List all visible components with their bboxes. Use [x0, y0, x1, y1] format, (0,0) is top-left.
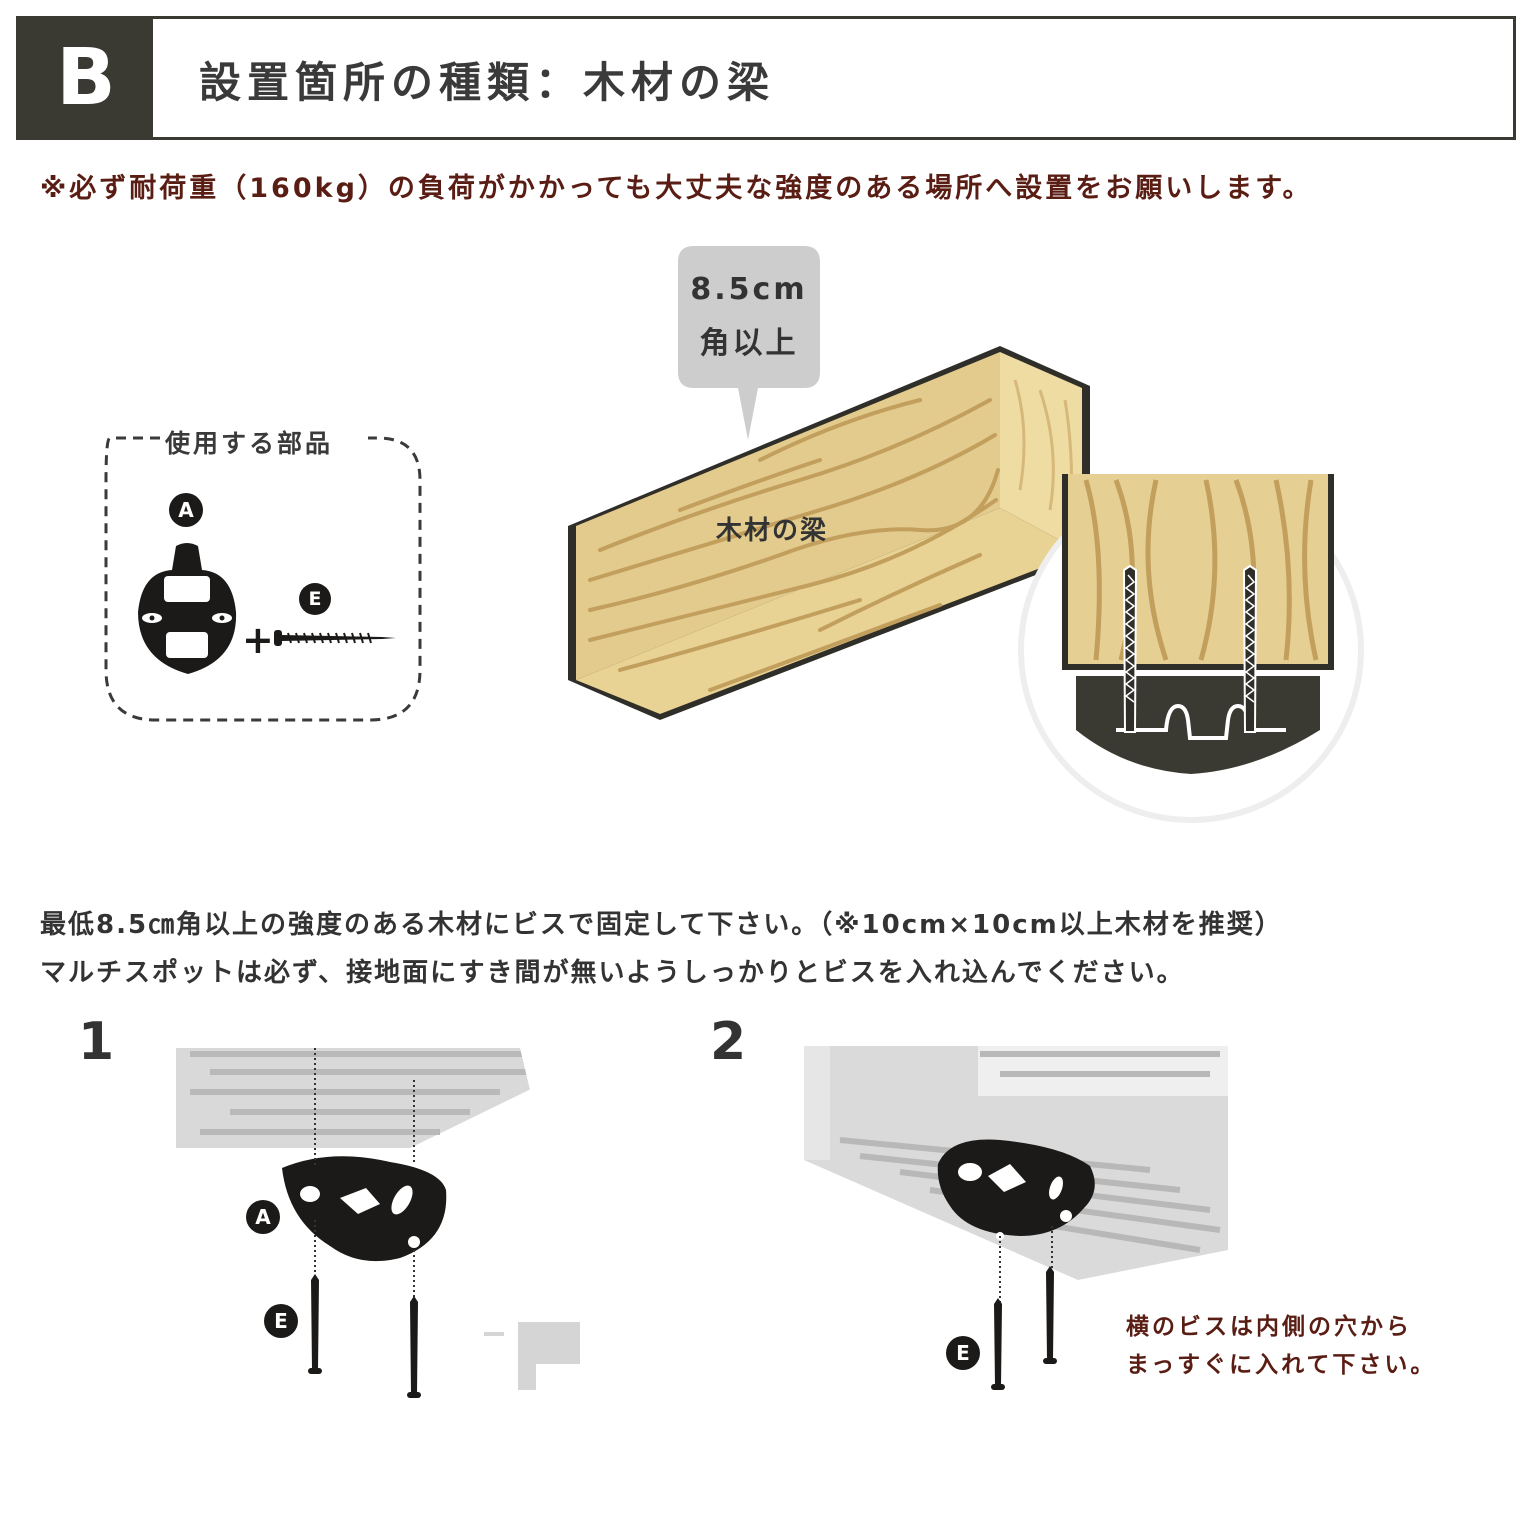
section-badge: B	[19, 19, 153, 137]
part-e-badge: E	[299, 583, 331, 615]
step-1-number: 1	[78, 1012, 115, 1072]
parts-box	[104, 436, 422, 722]
load-notice: ※必ず耐荷重（160kg）の負荷がかかっても大丈夫な強度のある場所へ設置をお願い…	[40, 173, 1313, 204]
parts-box-title: 使用する部品	[165, 429, 334, 458]
screw-e-icon	[274, 630, 396, 646]
step-1-illustration	[176, 1048, 580, 1398]
bracket-a-icon	[138, 543, 237, 674]
zoom-detail-circle	[1018, 474, 1364, 823]
beam-label: 木材の梁	[716, 516, 829, 546]
instruction-line-2: マルチスポットは必ず、接地面にすき間が無いようしっかりとビスを入れ込んでください…	[40, 958, 1185, 988]
callout-unit: 角以上	[699, 326, 799, 361]
step-1-e-badge: E	[264, 1304, 298, 1338]
callout-size: 8.5cm	[690, 272, 808, 307]
part-a-badge: A	[169, 493, 203, 527]
section-title: 設置箇所の種類：木材の梁	[199, 58, 776, 107]
step-1-a-badge: A	[246, 1200, 280, 1234]
section-header: B 設置箇所の種類：木材の梁	[16, 16, 1516, 140]
size-callout	[678, 246, 820, 440]
step-2-note-line-1: 横のビスは内側の穴から	[1126, 1314, 1412, 1340]
step-2-number: 2	[710, 1012, 747, 1072]
wood-beam-illustration	[568, 346, 1090, 720]
step-2-illustration	[804, 1046, 1228, 1390]
instruction-line-1: 最低8.5㎝角以上の強度のある木材にビスで固定して下さい。（※10cm×10cm…	[40, 910, 1283, 940]
step-2-note-line-2: まっすぐに入れて下さい。	[1126, 1352, 1437, 1378]
plus-sign: +	[242, 618, 274, 662]
step-2-e-badge: E	[946, 1336, 980, 1370]
